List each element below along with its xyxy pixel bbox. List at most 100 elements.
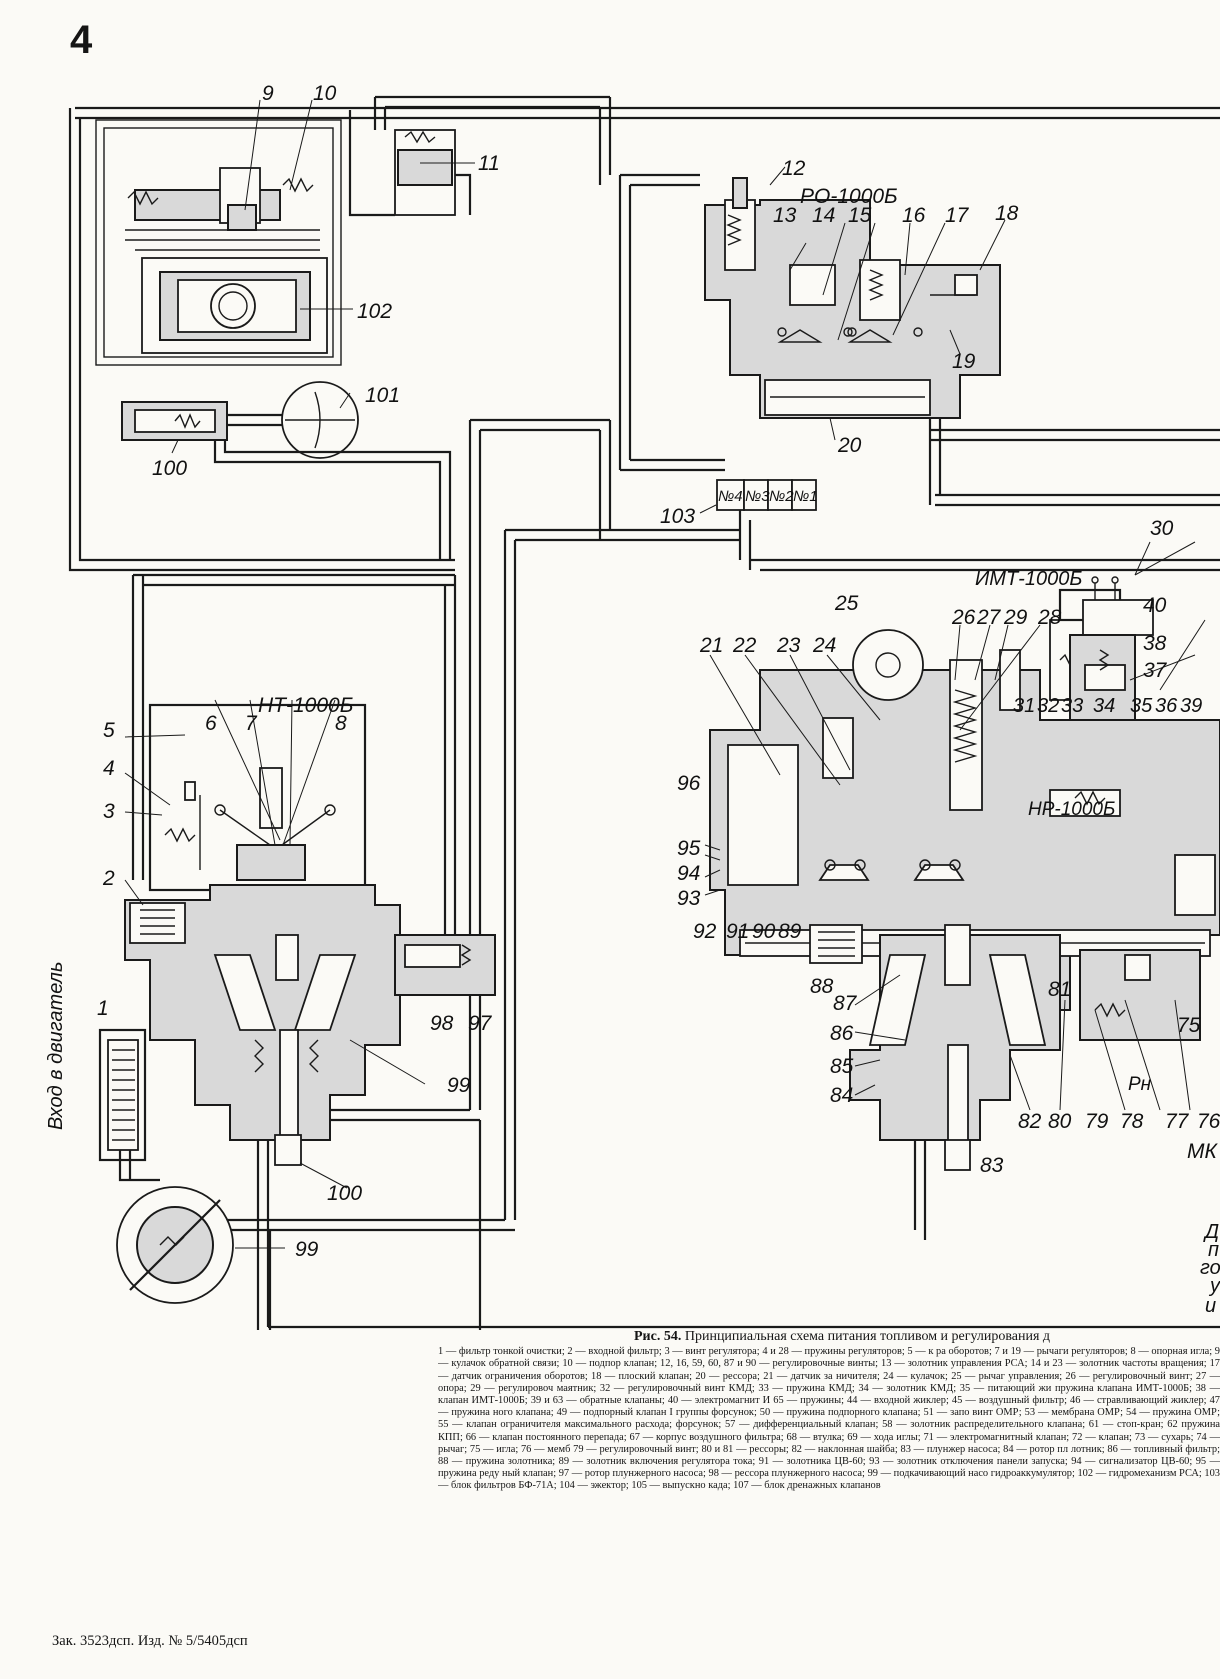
callout-76: 78 bbox=[1120, 1110, 1144, 1133]
callout-92: 94 bbox=[677, 862, 700, 885]
valve-label-3: №3 bbox=[745, 488, 770, 505]
callout-88: 90 bbox=[752, 920, 776, 943]
callout-89: 91 bbox=[726, 920, 749, 943]
callout-24: 24 bbox=[812, 634, 836, 657]
right-fragment-1: Д bbox=[1203, 1221, 1219, 1243]
callout-97: 99 bbox=[447, 1074, 471, 1097]
callout-15: 15 bbox=[848, 204, 872, 227]
callout-10: 10 bbox=[313, 82, 337, 105]
callout-20: 20 bbox=[837, 434, 862, 457]
callout-98: 100 bbox=[327, 1182, 362, 1205]
callout-11: 11 bbox=[478, 152, 500, 175]
callout-39: 39 bbox=[1180, 695, 1202, 717]
callout-4: 4 bbox=[103, 757, 115, 780]
nt-1000b-pump bbox=[124, 703, 496, 1166]
filter-block-103 bbox=[716, 479, 817, 511]
callout-75: 77 bbox=[1165, 1110, 1190, 1133]
callout-labels: 9 10 11 102 101 100 12 РО-1000Б 13 14 15… bbox=[45, 82, 1220, 1317]
callout-87: 89 bbox=[778, 920, 802, 943]
callout-9: 9 bbox=[262, 82, 274, 105]
print-footer: Зак. 3523дсп. Изд. № 5/5405дсп bbox=[52, 1633, 248, 1649]
valve-label-4: №4 bbox=[718, 488, 743, 505]
callout-84: 86 bbox=[830, 1022, 854, 1045]
callout-99: 99 bbox=[295, 1238, 319, 1261]
callout-2: 2 bbox=[102, 867, 115, 890]
inlet-label: Вход в двигатель bbox=[45, 962, 67, 1130]
callout-7: 7 bbox=[245, 712, 258, 735]
figure-caption: Рис. 54. Принципиальная схема питания то… bbox=[438, 1331, 1220, 1631]
callout-6: 6 bbox=[205, 712, 217, 735]
callout-16: 16 bbox=[902, 204, 926, 227]
callout-103: 103 bbox=[660, 505, 695, 528]
unit-label-nr: НР-1000Б bbox=[1028, 799, 1115, 820]
callout-30: 30 bbox=[1150, 517, 1174, 540]
leader-lines bbox=[124, 99, 1206, 1249]
callout-40: 40 bbox=[1143, 594, 1167, 617]
callout-1: 1 bbox=[97, 997, 109, 1020]
fuel-system-schematic: 9 10 11 102 101 100 12 РО-1000Б 13 14 15… bbox=[45, 82, 1220, 1330]
unit-label-nt: НТ-1000Б bbox=[258, 694, 353, 717]
ro-1000b-regulator bbox=[704, 177, 1001, 419]
callout-85: 87 bbox=[833, 992, 858, 1015]
callout-23: 23 bbox=[776, 634, 801, 657]
figure-title: Принципиальная схема питания топливом и … bbox=[684, 1331, 1051, 1344]
callout-32: 32 bbox=[1037, 695, 1059, 717]
callout-100: 100 bbox=[152, 457, 187, 480]
valve-label-1: №1 bbox=[793, 488, 818, 505]
boost-pump-99 bbox=[116, 1186, 234, 1304]
right-fragment-2: п bbox=[1208, 1239, 1219, 1261]
rsa-hydromechanism-unit bbox=[95, 110, 472, 366]
callout-101: 101 bbox=[365, 384, 400, 407]
callout-29: 29 bbox=[1003, 606, 1028, 629]
callout-90: 92 bbox=[693, 920, 717, 943]
callout-27: 27 bbox=[976, 606, 1002, 629]
callout-73: 75 bbox=[1177, 1014, 1201, 1037]
unit-label-mk: МК bbox=[1187, 1140, 1218, 1163]
callout-102: 102 bbox=[357, 300, 392, 323]
callout-37: 37 bbox=[1143, 659, 1168, 682]
callout-74: 76 bbox=[1197, 1110, 1220, 1133]
callout-95: 97 bbox=[468, 1012, 493, 1035]
callout-5: 5 bbox=[103, 719, 115, 742]
callout-25: 25 bbox=[834, 592, 859, 615]
callout-17: 17 bbox=[945, 204, 970, 227]
figure-label: Рис. 54. bbox=[634, 1331, 682, 1344]
hydroaccumulator bbox=[121, 381, 452, 560]
callout-81: 83 bbox=[980, 1154, 1004, 1177]
callout-35: 35 bbox=[1130, 695, 1153, 717]
callout-28: 28 bbox=[1037, 606, 1062, 629]
callout-83: 85 bbox=[830, 1055, 854, 1078]
valve-label-2: №2 bbox=[769, 488, 794, 505]
callout-21: 21 bbox=[699, 634, 723, 657]
unit-label-ro: РО-1000Б bbox=[800, 185, 898, 208]
callout-26: 26 bbox=[951, 606, 976, 629]
pressure-label: Рн bbox=[1128, 1074, 1152, 1095]
callout-8: 8 bbox=[335, 712, 347, 735]
callout-22: 22 bbox=[732, 634, 757, 657]
plunger-pump-right bbox=[809, 924, 1201, 1171]
imt-1000b-unit bbox=[1069, 576, 1154, 721]
figure-legend: 1 — фильтр тонкой очистки; 2 — входной ф… bbox=[438, 1346, 1220, 1492]
callout-80: 82 bbox=[1018, 1110, 1042, 1133]
callout-14: 14 bbox=[812, 204, 835, 227]
callout-91: 93 bbox=[677, 887, 701, 910]
callout-36: 36 bbox=[1155, 695, 1178, 717]
callout-19: 19 bbox=[952, 350, 976, 373]
unit-label-imt: ИМТ-1000Б bbox=[975, 568, 1082, 590]
callout-96: 98 bbox=[430, 1012, 454, 1035]
callout-78: 80 bbox=[1048, 1110, 1072, 1133]
callout-31: 31 bbox=[1013, 695, 1035, 717]
right-fragment-5: и bbox=[1205, 1295, 1216, 1317]
callout-3: 3 bbox=[103, 800, 115, 823]
fuel-filter-1 bbox=[98, 1028, 147, 1162]
callout-34: 34 bbox=[1093, 695, 1115, 717]
callout-82: 84 bbox=[830, 1084, 853, 1107]
callout-18: 18 bbox=[995, 202, 1019, 225]
page-number: 4 bbox=[70, 18, 93, 62]
callout-13: 13 bbox=[773, 204, 797, 227]
callout-38: 38 bbox=[1143, 632, 1167, 655]
callout-93: 95 bbox=[677, 837, 701, 860]
callout-79: 81 bbox=[1048, 978, 1071, 1001]
callout-77: 79 bbox=[1085, 1110, 1109, 1133]
callout-12: 12 bbox=[782, 157, 806, 180]
